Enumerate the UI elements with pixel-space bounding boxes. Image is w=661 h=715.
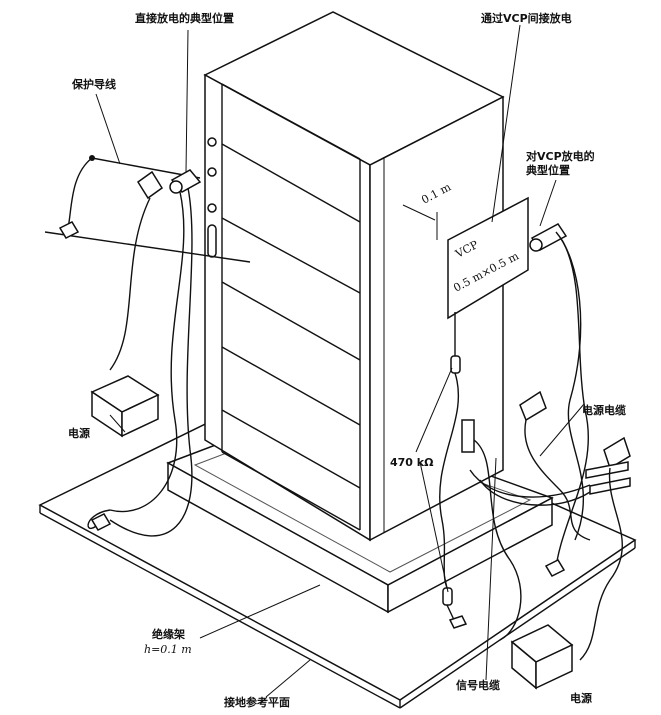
- label-support-height: h=0.1 m: [144, 643, 192, 656]
- label-insulating-support: 绝缘架: [152, 627, 185, 641]
- label-power-right: 电源: [570, 691, 592, 705]
- vertical-coupling-plane: VCP 0.5 m×0.5 m: [447, 196, 529, 320]
- signal-connector: [461, 419, 475, 453]
- label-indirect-discharge: 通过VCP间接放电: [481, 11, 572, 25]
- protective-conductor: [44, 155, 251, 263]
- signal-cable: [461, 419, 522, 641]
- label-power-left: 电源: [68, 426, 90, 440]
- label-protective-conductor: 保护导线: [71, 77, 116, 91]
- label-vcp-discharge-1: 对VCP放电的: [526, 149, 595, 163]
- label-direct-discharge: 直接放电的典型位置: [135, 11, 234, 25]
- leader-lines: [95, 24, 585, 698]
- power-supply-left: [87, 375, 160, 531]
- vcp-bleed-cable: [439, 312, 468, 629]
- esd-gun-direct: [109, 169, 202, 537]
- label-ground-plane: 接地参考平面: [224, 695, 290, 709]
- label-resistor: 470 kΩ: [390, 456, 434, 469]
- label-signal-cable: 信号电缆: [456, 678, 500, 692]
- resistor-470k-top: [450, 355, 461, 374]
- power-cable-right: [469, 390, 631, 661]
- label-vcp-discharge-2: 典型位置: [526, 163, 570, 177]
- power-supply-right: [510, 624, 574, 690]
- label-power-cable: 电源电缆: [582, 403, 626, 417]
